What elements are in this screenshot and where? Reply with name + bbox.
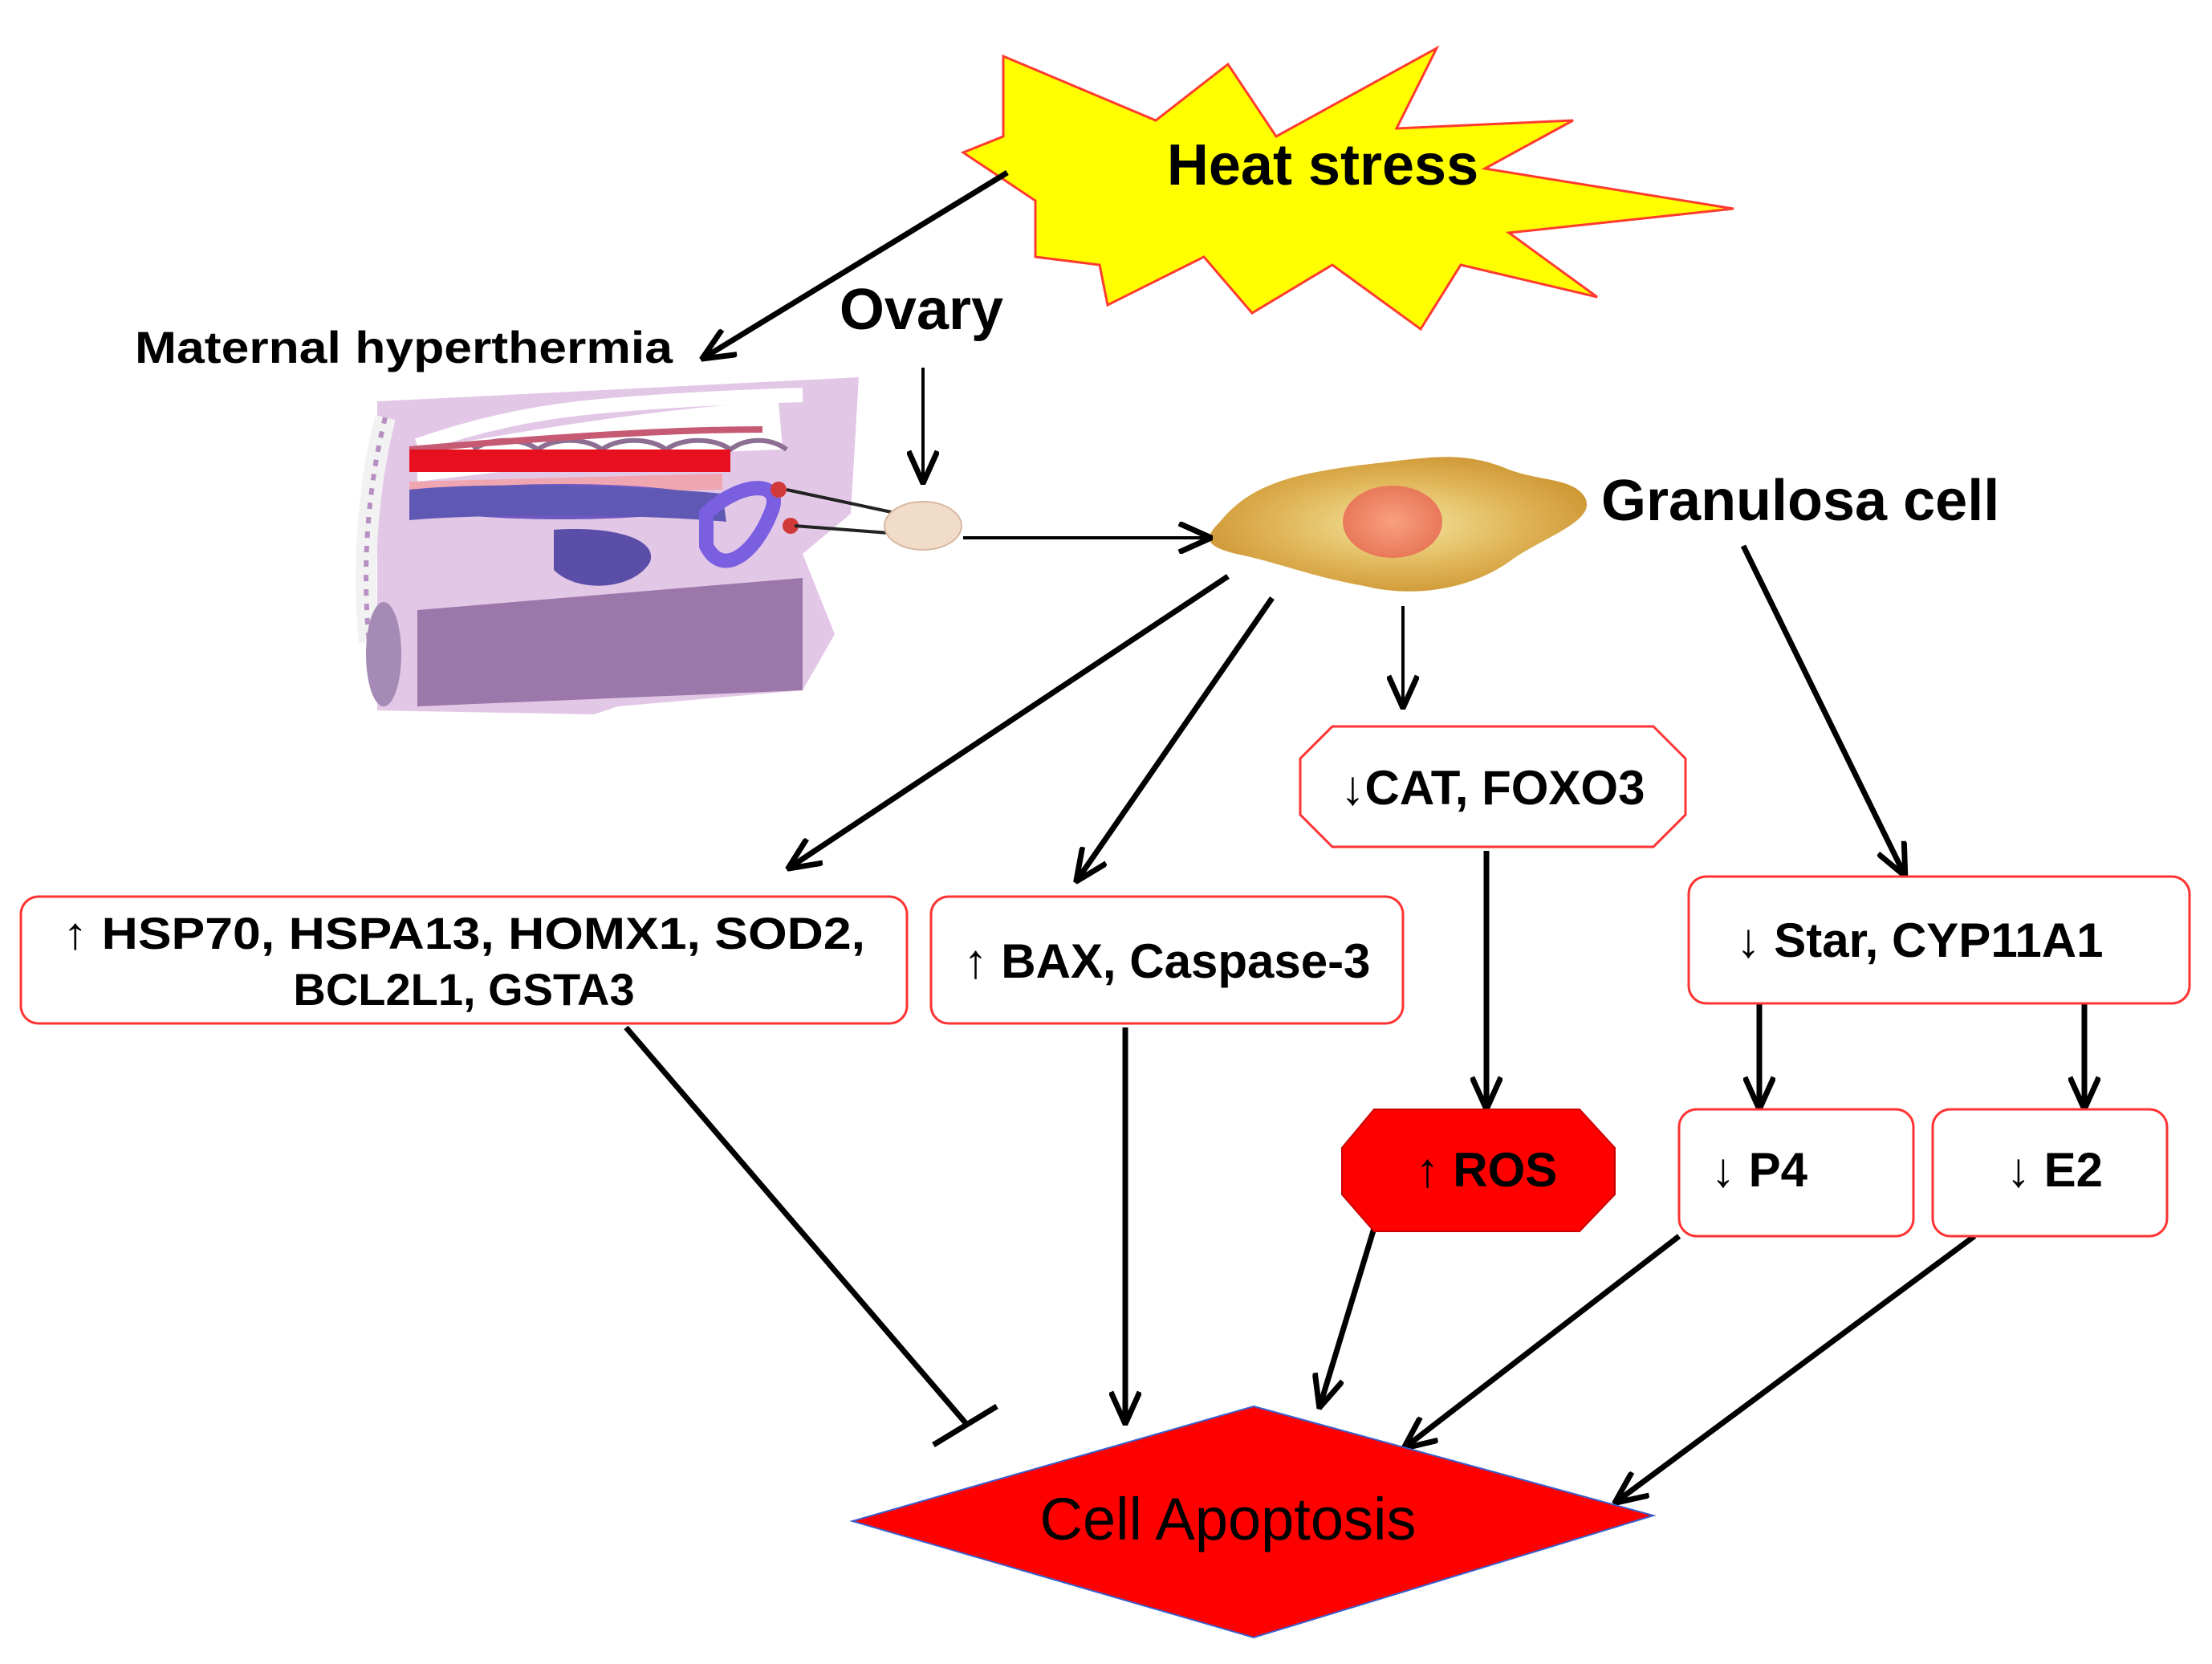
ros-label: ↑ ROS [1416,1143,1558,1197]
p4-box-label: ↓ P4 [1711,1143,1808,1197]
cat-box-label: ↓CAT, FOXO3 [1341,761,1645,815]
arrow-cell-to-hsp [791,574,1230,867]
e2-box-label: ↓ E2 [2007,1143,2103,1197]
ovary-anatomy-icon [356,377,962,714]
maternal-hyperthermia-label: Maternal hyperthermia [135,322,673,372]
star-box-label: ↓ Star, CYP11A1 [1737,913,2104,967]
heat-stress-burst-icon [960,45,1734,332]
ovary-label: Ovary [840,278,1003,342]
cell-apoptosis-node: Cell Apoptosis [849,1405,1657,1639]
hsp-box: ↑ HSP70, HSPA13, HOMX1, SOD2, BCL2L1, GS… [19,895,909,1025]
inhibit-bar [932,1404,998,1447]
cell-apoptosis-label: Cell Apoptosis [1040,1486,1417,1552]
arrow-e2-to-apoptosis [1617,1234,1977,1501]
bax-box-label: ↑ BAX, Caspase-3 [964,934,1371,988]
inhibit-hsp-to-apoptosis [624,1025,970,1427]
hsp-box-line2: BCL2L1, GSTA3 [293,964,634,1015]
arrow-heat-to-hyperthermia [705,170,1009,357]
bax-box: ↑ BAX, Caspase-3 [929,895,1405,1025]
star-box: ↓ Star, CYP11A1 [1687,875,2191,1005]
heat-stress-node: Heat stress [960,45,1734,332]
cat-box: ↓CAT, FOXO3 [1299,725,1687,848]
arrow-ros-to-apoptosis [1320,1227,1377,1405]
granulosa-cell-label: Granulosa cell [1601,469,1999,533]
arrow-p4-to-apoptosis [1406,1234,1681,1446]
arrow-cell-to-bax [1078,596,1275,879]
arrows [624,170,2084,1501]
hsp-box-line1: ↑ HSP70, HSPA13, HOMX1, SOD2, [63,908,865,958]
arrow-cell-to-star [1740,544,1904,873]
p4-box: ↓ P4 [1677,1108,1915,1238]
heat-stress-label: Heat stress [1167,133,1478,197]
e2-box: ↓ E2 [1931,1108,2169,1238]
ros-node: ↑ ROS [1341,1109,1616,1232]
granulosa-cell-icon [1209,457,1588,592]
